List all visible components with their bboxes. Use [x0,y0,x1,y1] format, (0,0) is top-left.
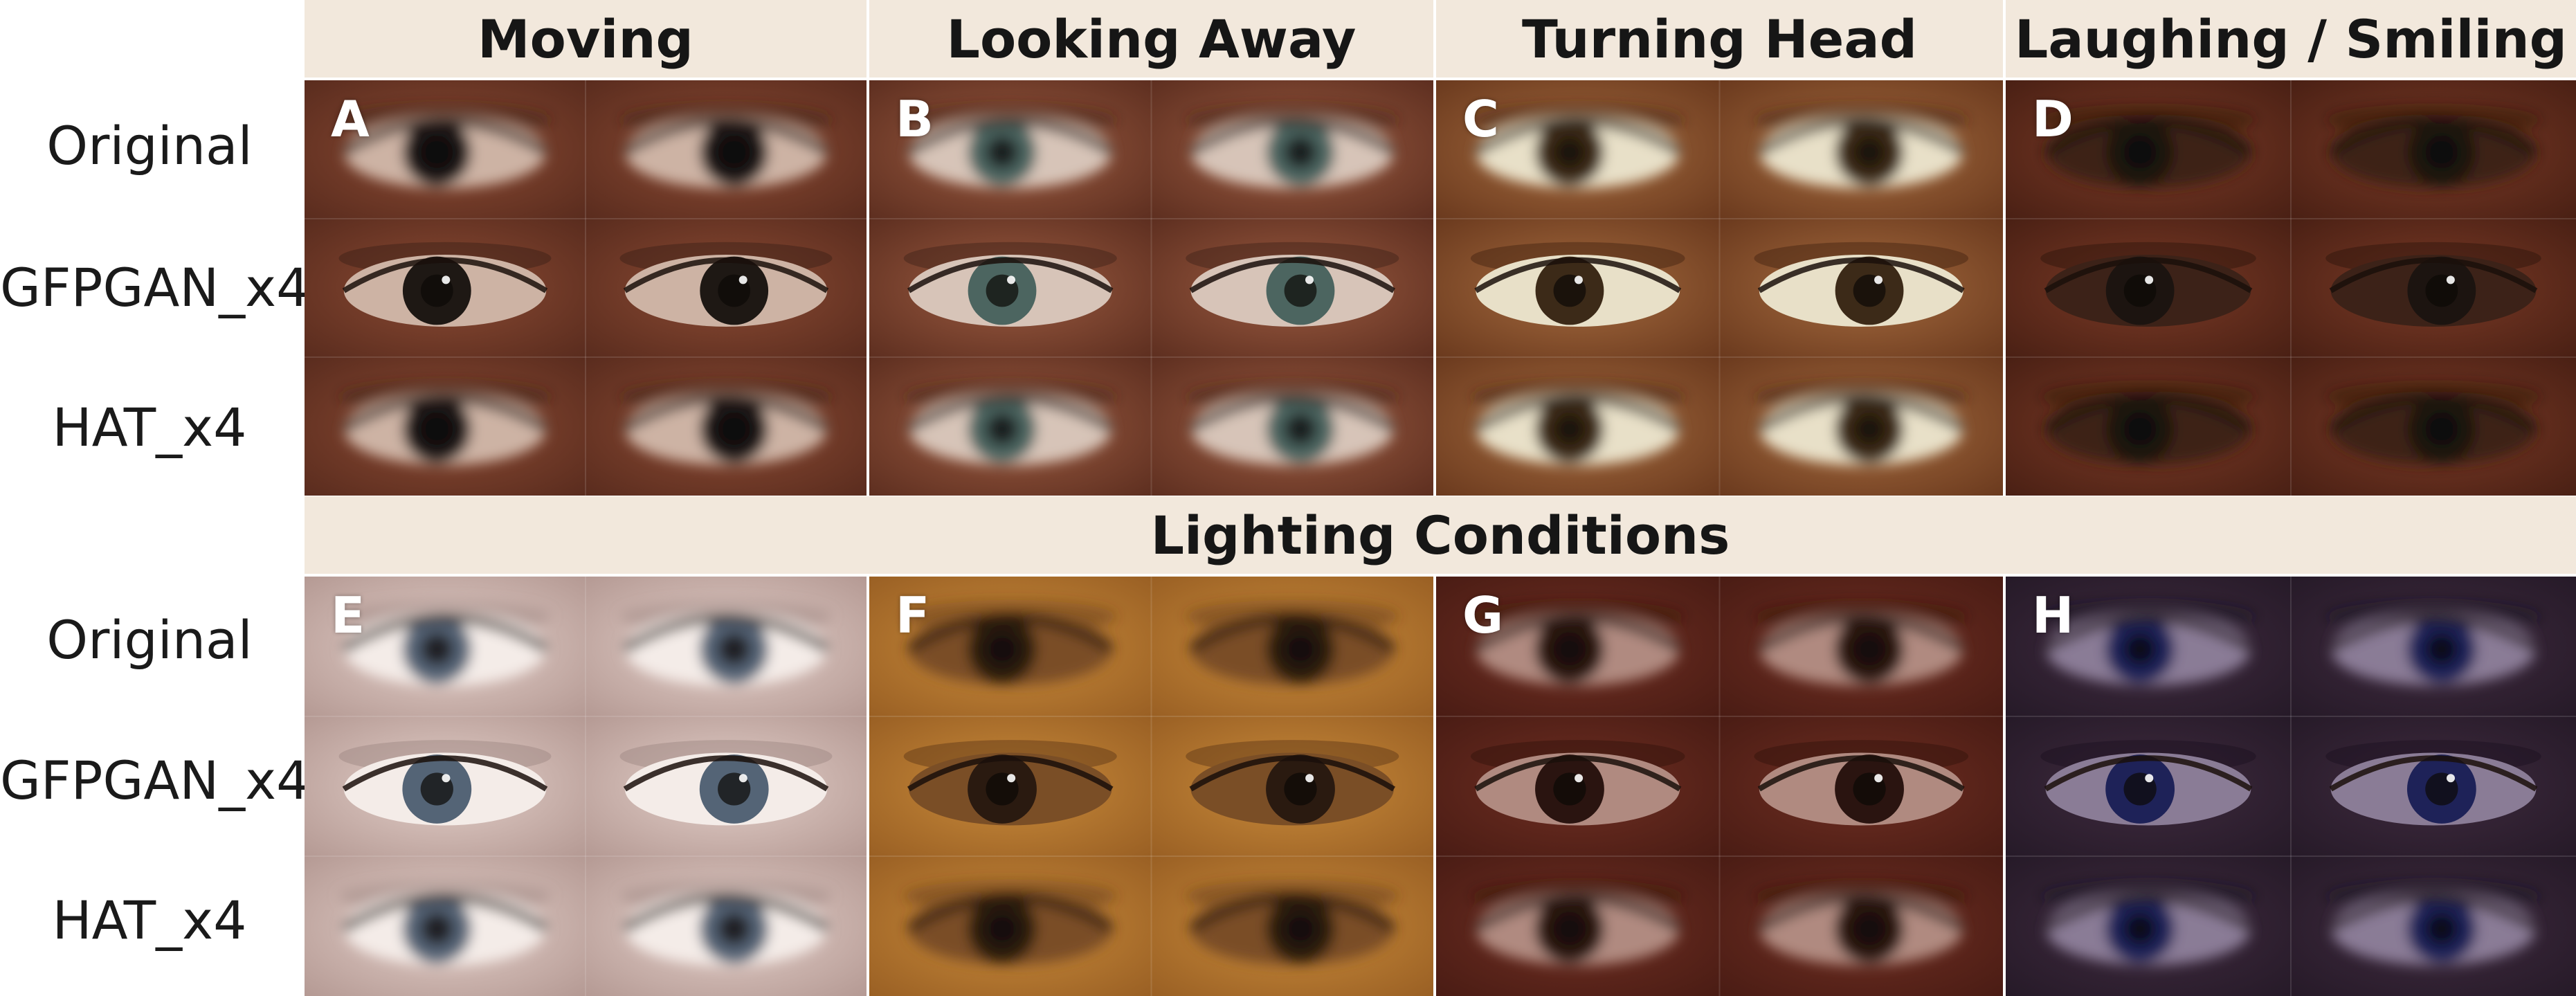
eye-tile [2006,577,2291,716]
eye-tile [305,80,586,219]
eye-tile [305,219,586,357]
eye-tile [586,357,867,496]
eye-tile [1151,856,1433,996]
column-header-looking-away: Looking Away [869,0,1433,78]
eye-tile [1151,357,1433,496]
panel-letter-f: F [896,586,930,644]
row-label-original-top: Original [46,115,253,176]
eye-tile [1436,577,1720,716]
panel-letter-c: C [1462,90,1499,148]
eye-tile [1436,357,1720,496]
eye-tile [2291,80,2576,219]
panel-g-image [1436,577,2003,996]
eye-tile [2291,856,2576,996]
panel-e-image [305,577,867,996]
eye-tile [1151,219,1433,357]
eye-tile [869,856,1152,996]
eye-tile [2291,716,2576,856]
eye-tile [2291,357,2576,496]
panel-letter-a: A [331,90,370,148]
column-header-moving: Moving [305,0,867,78]
eye-tile [2006,219,2291,357]
panel-letter-h: H [2032,586,2074,644]
section-header-lighting: Lighting Conditions [305,496,2576,574]
panel-h-image [2006,577,2576,996]
row-label-gfpgan-top: GFPGAN_x4 [0,257,310,318]
row-label-hat-top: HAT_x4 [52,397,247,458]
eye-tile [869,357,1152,496]
panel-g: G [1436,577,2003,996]
eye-tile [586,219,867,357]
panel-letter-d: D [2032,90,2074,148]
eye-tile [1719,856,2003,996]
panel-letter-b: B [896,90,934,148]
panel-h: H [2006,577,2576,996]
panel-e: E [305,577,867,996]
panel-f: F [869,577,1433,996]
eye-tile [1719,577,2003,716]
panel-d-image [2006,80,2576,496]
panel-d: D [2006,80,2576,496]
panel-c: C [1436,80,2003,496]
panel-c-image [1436,80,2003,496]
eye-tile [1719,357,2003,496]
panel-b-image [869,80,1433,496]
panel-a-image [305,80,867,496]
column-header-turning-head: Turning Head [1436,0,2003,78]
panel-a: A [305,80,867,496]
eye-tile [586,577,867,716]
eye-tile [1719,716,2003,856]
panel-b: B [869,80,1433,496]
eye-tile [1151,577,1433,716]
eye-tile [2006,856,2291,996]
eye-tile [1436,856,1720,996]
eye-tile [869,716,1152,856]
eye-tile [1719,80,2003,219]
eye-tile [869,219,1152,357]
row-label-gfpgan-bottom: GFPGAN_x4 [0,750,310,811]
eye-tile [305,577,586,716]
column-header-laughing-smiling: Laughing / Smiling [2006,0,2576,78]
row-label-hat-bottom: HAT_x4 [52,889,247,951]
panel-f-image [869,577,1433,996]
eye-tile [869,577,1152,716]
eye-tile [586,80,867,219]
eye-tile [305,357,586,496]
eye-tile [1436,716,1720,856]
panel-letter-e: E [331,586,365,644]
eye-tile [586,856,867,996]
eye-tile [1151,716,1433,856]
panel-letter-g: G [1462,586,1504,644]
eye-tile [1151,80,1433,219]
eye-tile [2006,716,2291,856]
eye-tile [1436,219,1720,357]
eye-tile [2006,357,2291,496]
eye-tile [305,716,586,856]
row-label-original-bottom: Original [46,609,253,671]
eye-tile [2291,577,2576,716]
eye-tile [1719,219,2003,357]
eye-tile [1436,80,1720,219]
eye-tile [2006,80,2291,219]
eye-tile [305,856,586,996]
eye-tile [869,80,1152,219]
eye-tile [2291,219,2576,357]
eye-tile [586,716,867,856]
